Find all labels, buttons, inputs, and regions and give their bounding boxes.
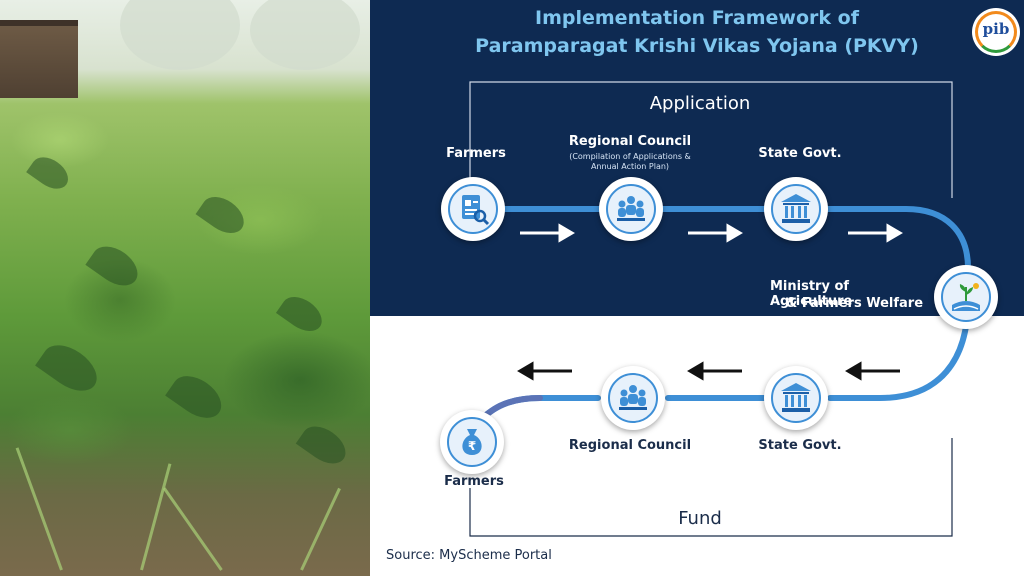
infographic-panel: Implementation Framework of Paramparagat… <box>370 0 1024 576</box>
tree-blur <box>120 0 240 70</box>
state-govt-bottom-node <box>764 366 828 430</box>
hut <box>0 20 78 98</box>
government-building-icon <box>781 383 811 412</box>
dark-header-band <box>370 0 1024 316</box>
application-bracket <box>469 81 953 198</box>
regional-council-bottom-node <box>601 366 665 430</box>
arrow-right-group <box>520 223 903 243</box>
ministry-node <box>934 265 998 329</box>
money-bag-icon: ₹ <box>462 429 482 455</box>
state-govt-top-label: State Govt. <box>758 146 842 161</box>
arrow-left-group <box>517 361 900 381</box>
group-people-icon <box>617 196 645 221</box>
regional-council-note-1: (Compilation of Applications & <box>569 152 691 161</box>
application-document-icon <box>462 195 490 226</box>
farmers-top-node <box>441 177 505 241</box>
ministry-label-1: Ministry of Agriculture <box>770 279 853 309</box>
field-photo <box>0 0 370 576</box>
ministry-label-2: & Farmers Welfare <box>786 296 924 311</box>
government-building-icon <box>781 194 811 223</box>
svg-text:₹: ₹ <box>468 439 476 453</box>
logo-text: pib <box>982 20 1010 38</box>
state-govt-bottom-label: State Govt. <box>758 438 842 453</box>
pib-logo: pib <box>972 8 1020 56</box>
fund-label: Fund <box>678 508 722 529</box>
title-line-2: Paramparagat Krishi Vikas Yojana (PKVY) <box>475 35 919 57</box>
regional-council-top-label: Regional Council <box>568 134 692 149</box>
title-line-1: Implementation Framework of <box>535 7 859 29</box>
farmers-top-label: Farmers <box>446 146 506 161</box>
application-label: Application <box>649 93 751 114</box>
regional-council-top-node <box>599 177 663 241</box>
regional-council-bottom-label: Regional Council <box>568 438 692 453</box>
state-govt-top-node <box>764 177 828 241</box>
group-people-icon <box>619 385 647 410</box>
agriculture-field-icon <box>952 283 980 311</box>
farmers-bottom-node: ₹ <box>440 410 504 474</box>
fund-bracket <box>469 438 953 537</box>
farmers-bottom-label: Farmers <box>444 474 504 489</box>
regional-council-note-2: Annual Action Plan) <box>590 162 670 171</box>
tree-blur <box>250 0 360 70</box>
source-credit: Source: MyScheme Portal <box>386 548 552 563</box>
